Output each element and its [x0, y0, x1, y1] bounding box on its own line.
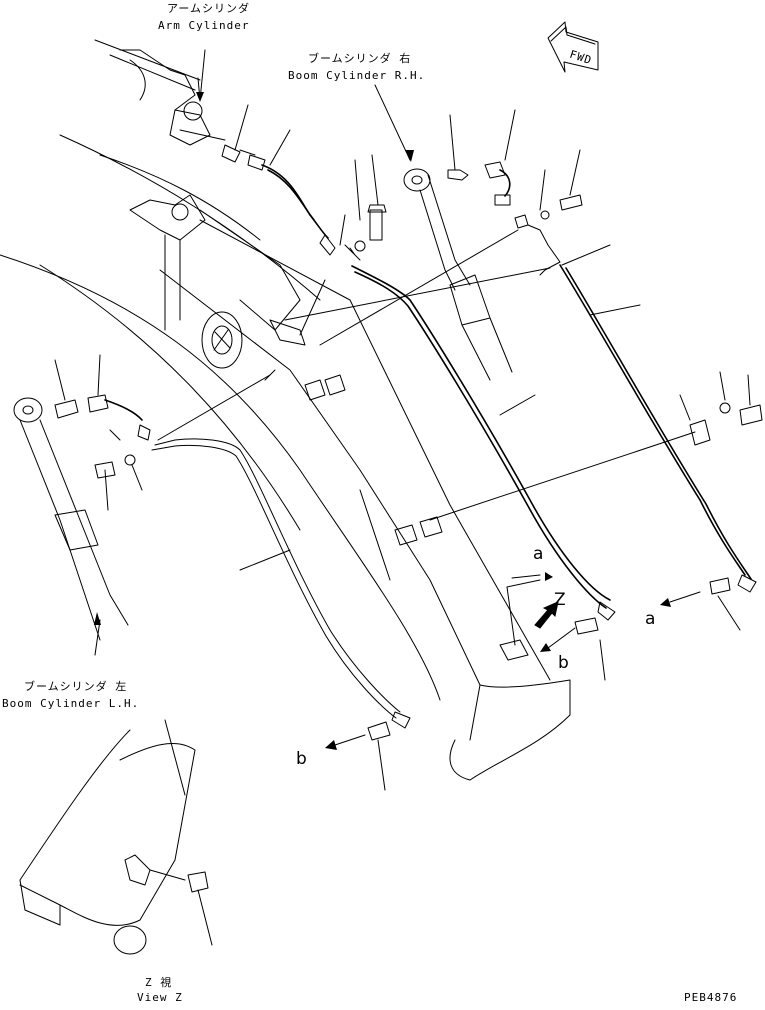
view-z-detail: [19, 729, 209, 955]
a-marker-label-right: a: [645, 609, 655, 629]
b-marker-label-left: b: [296, 749, 307, 769]
boom-structure: [0, 39, 571, 781]
a-marker-label-top: a: [533, 544, 543, 564]
boom-cylinder-rh: [403, 161, 763, 593]
view-z-label-jp: Z 視: [145, 975, 172, 989]
boom-cylinder-rh-label-jp: ブームシリンダ 右: [308, 51, 411, 65]
arm-cylinder-label-jp: アームシリンダ: [167, 1, 250, 15]
z-marker-label: Z: [554, 590, 566, 610]
view-z-label-en: View Z: [137, 991, 183, 1004]
boom-cylinder-lh: [13, 394, 411, 729]
end-fittings: [367, 577, 731, 741]
callout-leaders: [54, 49, 751, 946]
direction-arrows: [94, 77, 701, 750]
fwd-arrow-icon: [547, 21, 599, 73]
boom-cylinder-lh-label-jp: ブームシリンダ 左: [24, 679, 127, 693]
drawing-number: PEB4876: [684, 991, 737, 1004]
arm-cylinder-line: [221, 144, 616, 621]
boom-cylinder-rh-label-en: Boom Cylinder R.H.: [288, 69, 425, 82]
arm-cylinder-label-en: Arm Cylinder: [158, 19, 249, 32]
b-marker-label-right: b: [558, 653, 569, 673]
boom-cylinder-lh-label-en: Boom Cylinder L.H.: [2, 697, 139, 710]
view-direction-arrow-icon: [534, 601, 559, 629]
